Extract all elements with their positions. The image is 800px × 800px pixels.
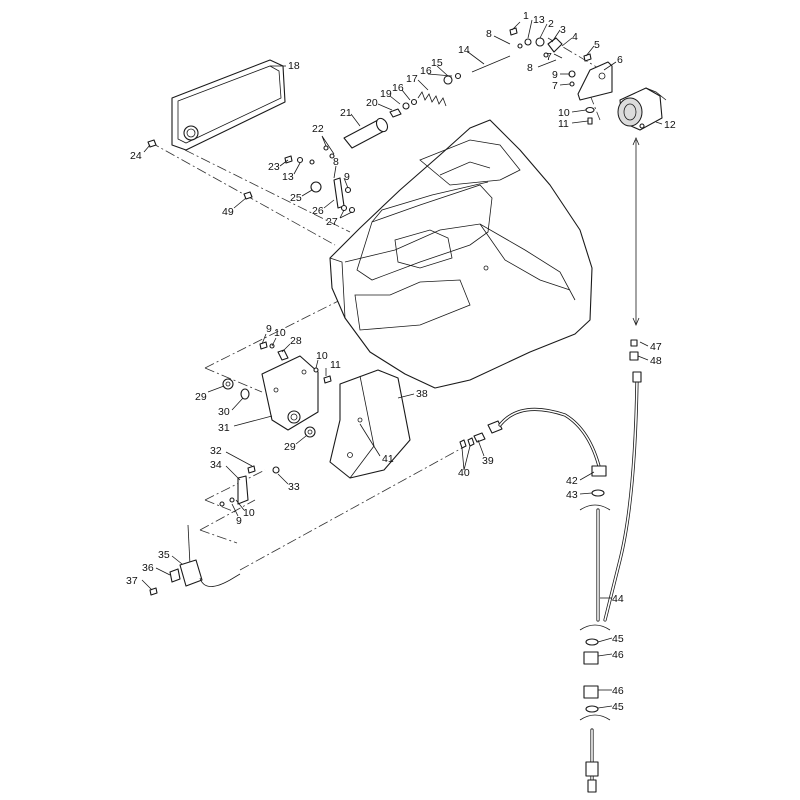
callout-1: 1 [523,10,529,22]
callout-26: 26 [312,205,324,217]
callout-22: 22 [312,123,324,135]
tank-housing [329,119,593,389]
cylinder-21 [343,117,389,149]
callout-32: 32 [210,445,222,457]
cover-plate-31 [222,341,332,438]
bracket-34 [219,465,280,507]
callout-13: 13 [533,14,545,26]
callout-10: 10 [558,107,570,119]
callout-16: 16 [392,82,404,94]
callout-45: 45 [612,701,624,713]
callout-10: 10 [316,350,328,362]
callout-9: 9 [552,69,558,81]
callout-49: 49 [222,206,234,218]
callout-36: 36 [142,562,154,574]
shield-38 [329,369,411,479]
callout-24: 24 [130,150,142,162]
callout-42: 42 [566,475,578,487]
leader-lines [141,19,663,709]
callout-12: 12 [664,119,676,131]
callout-10: 10 [274,327,286,339]
callout-28: 28 [290,335,302,347]
callout-9: 9 [266,323,272,335]
callout-29: 29 [195,391,207,403]
callout-34: 34 [210,459,222,471]
callout-6: 6 [617,54,623,66]
callout-18: 18 [288,60,300,72]
callout-13: 13 [282,171,294,183]
callout-16: 16 [420,65,432,77]
callout-43: 43 [566,489,578,501]
callout-31: 31 [218,422,230,434]
callout-46: 46 [612,685,624,697]
motor-cable [629,136,640,361]
callout-7: 7 [552,80,558,92]
callout-29: 29 [284,441,296,453]
callout-40: 40 [458,467,470,479]
callout-8: 8 [527,62,533,74]
callout-20: 20 [366,97,378,109]
wire-harness [459,371,642,793]
callout-9: 9 [344,171,350,183]
assembly-lines [149,37,611,571]
callout-15: 15 [431,57,443,69]
callout-25: 25 [290,192,302,204]
callout-48: 48 [650,355,662,367]
callout-10: 10 [243,507,255,519]
callout-9: 9 [236,515,242,527]
callout-27: 27 [326,216,338,228]
callout-8: 8 [486,28,492,40]
callout-23: 23 [268,161,280,173]
callout-39: 39 [482,455,494,467]
callout-14: 14 [458,44,470,56]
callout-4: 4 [572,31,578,43]
callout-5: 5 [594,39,600,51]
callout-17: 17 [406,73,418,85]
callout-47: 47 [650,341,662,353]
callout-41: 41 [382,453,394,465]
callout-21: 21 [340,107,352,119]
callout-46: 46 [612,649,624,661]
callout-3: 3 [560,24,566,36]
callout-35: 35 [158,549,170,561]
callout-30: 30 [218,406,230,418]
callout-labels: 1 13 2 3 4 8 14 15 16 17 16 19 20 21 18 … [126,10,676,713]
callout-7: 7 [546,51,552,63]
callout-45: 45 [612,633,624,645]
callout-37: 37 [126,575,138,587]
callout-33: 33 [288,481,300,493]
callout-11: 11 [330,359,341,371]
callout-8: 8 [333,156,339,168]
access-plate [171,59,286,151]
callout-11: 11 [558,118,569,130]
motor-12 [617,87,667,131]
callout-38: 38 [416,388,428,400]
callout-44: 44 [612,593,624,605]
top-hardware [147,27,613,151]
callout-2: 2 [548,18,554,30]
callout-19: 19 [380,88,392,100]
